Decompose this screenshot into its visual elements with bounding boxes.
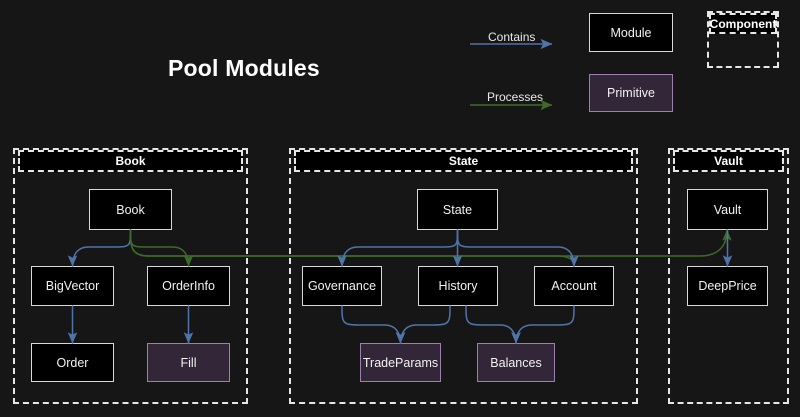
node-account-label: Account: [551, 279, 597, 293]
legend-module-box: Module: [589, 13, 673, 52]
node-tradeparams-label: TradeParams: [362, 355, 439, 370]
node-order-label: Order: [56, 355, 89, 370]
page-title: Pool Modules: [168, 55, 320, 81]
node-governance-label: Governance: [307, 279, 377, 293]
legend-component-header: Component: [709, 13, 777, 34]
node-fill[interactable]: Fill: [147, 343, 230, 382]
group-state-label: State: [448, 154, 479, 168]
node-history[interactable]: History: [418, 266, 498, 306]
legend-contains-label: Contains: [488, 30, 536, 44]
node-bigvector[interactable]: BigVector: [31, 266, 114, 306]
group-book-header: Book: [18, 150, 243, 172]
node-vault[interactable]: Vault: [687, 189, 768, 230]
node-state-label: State: [442, 202, 473, 217]
node-history-label: History: [438, 279, 478, 293]
legend-component-box: [707, 11, 779, 68]
legend-primitive-label: Primitive: [607, 86, 655, 100]
node-tradeparams[interactable]: TradeParams: [360, 343, 441, 382]
legend-module-label: Module: [610, 25, 652, 40]
node-order[interactable]: Order: [31, 343, 114, 382]
node-vault-label: Vault: [713, 202, 742, 217]
group-vault: [668, 148, 789, 404]
node-account[interactable]: Account: [534, 266, 614, 306]
node-balances[interactable]: Balances: [477, 343, 555, 382]
node-book-label: Book: [116, 202, 145, 217]
legend-component-label: Component: [709, 16, 777, 31]
group-state: [289, 148, 638, 404]
group-state-header: State: [294, 150, 633, 172]
legend-processes-label: Processes: [487, 90, 544, 104]
group-book: [13, 148, 248, 404]
node-deepprice[interactable]: DeepPrice: [687, 266, 768, 306]
node-book[interactable]: Book: [89, 189, 172, 230]
legend-primitive-box: Primitive: [589, 74, 673, 112]
node-orderinfo-label: OrderInfo: [162, 279, 215, 293]
node-bigvector-label: BigVector: [45, 279, 100, 293]
node-balances-label: Balances: [490, 355, 542, 370]
group-vault-label: Vault: [714, 154, 743, 168]
node-fill-label: Fill: [180, 355, 197, 370]
node-orderinfo[interactable]: OrderInfo: [147, 266, 230, 306]
node-deepprice-label: DeepPrice: [698, 279, 757, 293]
node-governance[interactable]: Governance: [302, 266, 382, 306]
group-vault-header: Vault: [673, 150, 784, 172]
group-book-label: Book: [115, 154, 146, 168]
node-state[interactable]: State: [417, 189, 498, 230]
